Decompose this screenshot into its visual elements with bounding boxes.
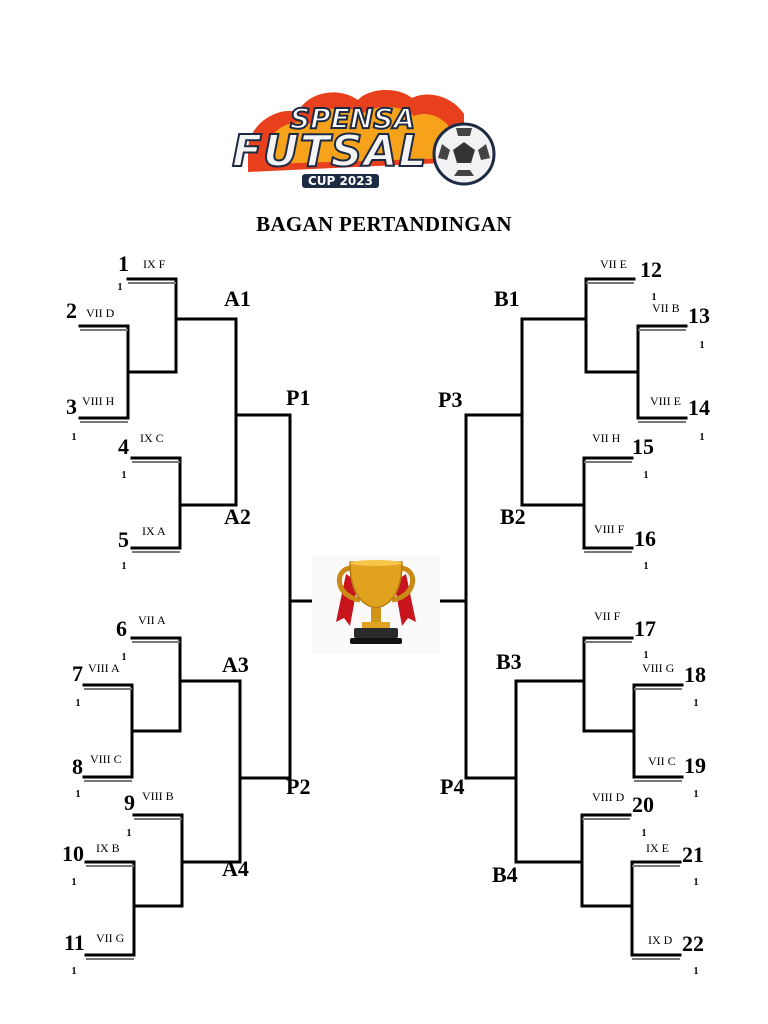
slot-team-8: VIII C xyxy=(90,752,122,766)
logo-graphic xyxy=(247,89,496,186)
round-label-b2: B2 xyxy=(500,504,526,529)
slot-mark: 1 xyxy=(694,789,699,800)
slot-team-4: IX C xyxy=(140,431,164,445)
slot-number-5: 5 xyxy=(118,527,129,552)
round-label-a2: A2 xyxy=(224,504,251,529)
slot-team-21: IX E xyxy=(646,841,669,855)
slot-mark: 1 xyxy=(72,966,77,977)
slot-team-19: VII C xyxy=(648,754,676,768)
slot-team-2: VII D xyxy=(86,306,115,320)
slot-number-17: 17 xyxy=(634,616,656,641)
slot-team-13: VII B xyxy=(652,301,680,315)
slot-mark: 1 xyxy=(700,432,705,443)
ribbon-left xyxy=(336,574,358,626)
round-label-p2: P2 xyxy=(286,774,310,799)
bracket-lines xyxy=(78,277,688,957)
round-label-b4: B4 xyxy=(492,862,518,887)
slot-mark: 1 xyxy=(644,561,649,572)
slot-mark: 1 xyxy=(127,828,132,839)
slot-team-11: VII G xyxy=(96,931,125,945)
slot-number-18: 18 xyxy=(684,662,706,687)
slot-team-16: VIII F xyxy=(594,522,625,536)
slot-team-3: VIII H xyxy=(82,394,115,408)
slot-team-22: IX D xyxy=(648,933,673,947)
slot-mark: 1 xyxy=(694,877,699,888)
logo-subtitle-year: CUP 2023 xyxy=(302,174,379,188)
slot-number-3: 3 xyxy=(66,394,77,419)
slot-mark: 1 xyxy=(642,828,647,839)
slot-team-17: VII F xyxy=(594,609,621,623)
slot-number-21: 21 xyxy=(682,842,704,867)
slot-team-10: IX B xyxy=(96,841,120,855)
slot-mark: 1 xyxy=(76,789,81,800)
slot-number-19: 19 xyxy=(684,753,706,778)
slot-mark: 1 xyxy=(644,470,649,481)
slot-number-20: 20 xyxy=(632,792,654,817)
slot-number-8: 8 xyxy=(72,754,83,779)
slot-number-7: 7 xyxy=(72,661,83,686)
slot-team-7: VIII A xyxy=(88,661,120,675)
slot-number-14: 14 xyxy=(688,395,710,420)
slot-number-22: 22 xyxy=(682,931,704,956)
slot-number-9: 9 xyxy=(124,790,135,815)
slot-team-9: VIII B xyxy=(142,789,174,803)
trophy-handle-right xyxy=(391,565,416,603)
slot-team-18: VIII G xyxy=(642,661,675,675)
slot-mark: 1 xyxy=(122,561,127,572)
slot-team-1: IX F xyxy=(143,257,166,271)
slot-mark: 1 xyxy=(694,698,699,709)
slot-mark: 1 xyxy=(122,652,127,663)
round-label-b1: B1 xyxy=(494,286,520,311)
slot-team-14: VIII E xyxy=(650,394,681,408)
slot-mark: 1 xyxy=(118,282,123,293)
logo-title-spensa: SPENSA xyxy=(289,101,416,136)
slot-team-15: VII H xyxy=(592,431,621,445)
slot-mark: 1 xyxy=(72,432,77,443)
round-label-a1: A1 xyxy=(224,286,251,311)
slot-mark: 1 xyxy=(694,966,699,977)
slot-mark: 1 xyxy=(122,470,127,481)
tournament-logo: SPENSA FUTSAL CUP 2023 xyxy=(228,84,498,192)
flame-inner-shape xyxy=(268,106,452,164)
page-title: BAGAN PERTANDINGAN xyxy=(256,212,512,236)
round-label-p4: P4 xyxy=(440,774,464,799)
round-label-p3: P3 xyxy=(438,387,462,412)
ribbon-right xyxy=(394,574,416,626)
slot-number-15: 15 xyxy=(632,434,654,459)
round-label-p1: P1 xyxy=(286,385,310,410)
slot-mark: 1 xyxy=(644,650,649,661)
slot-number-6: 6 xyxy=(116,616,127,641)
trophy-icon xyxy=(312,556,440,654)
slot-number-4: 4 xyxy=(118,434,129,459)
slot-team-5: IX A xyxy=(142,524,166,538)
round-label-a4: A4 xyxy=(222,856,249,881)
slot-number-1: 1 xyxy=(118,251,129,276)
slot-mark: 1 xyxy=(652,292,657,303)
slot-team-12: VII E xyxy=(600,257,627,271)
slot-number-10: 10 xyxy=(62,841,84,866)
slot-number-13: 13 xyxy=(688,303,710,328)
slot-number-16: 16 xyxy=(634,526,656,551)
logo-title-futsal: FUTSAL xyxy=(231,125,428,178)
slot-number-11: 11 xyxy=(64,930,85,955)
slot-mark: 1 xyxy=(700,340,705,351)
bracket-lines-light xyxy=(80,282,686,960)
slot-mark: 1 xyxy=(72,877,77,888)
slot-team-6: VII A xyxy=(138,613,166,627)
slot-number-2: 2 xyxy=(66,298,77,323)
slot-team-20: VIII D xyxy=(592,790,625,804)
round-label-a3: A3 xyxy=(222,652,249,677)
trophy-handle-left xyxy=(336,565,361,603)
round-label-b3: B3 xyxy=(496,649,522,674)
slot-number-12: 12 xyxy=(640,257,662,282)
trophy-cup xyxy=(349,561,403,609)
slot-mark: 1 xyxy=(76,698,81,709)
